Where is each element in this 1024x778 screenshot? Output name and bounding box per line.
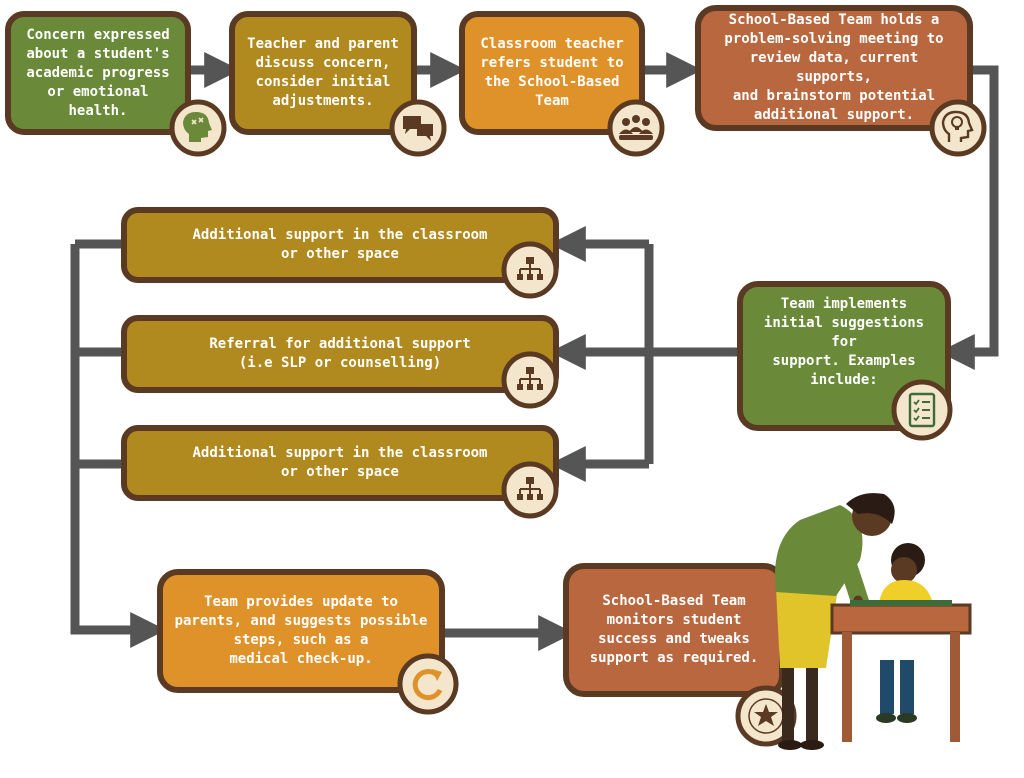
hierarchy-icon [501,241,559,299]
chat-bubbles-icon [389,99,447,157]
head-lightbulb-icon [929,99,987,157]
box-refer [459,11,645,135]
box-support-1 [121,207,559,283]
group-meeting-icon [607,99,665,157]
refresh-icon [397,653,459,715]
step-concern-text: Concern expressed about a student's acad… [26,26,170,119]
arrow-meeting-to-implement [938,65,999,370]
option-support-1-text: Additional support in the classroom or o… [192,227,488,262]
box-concern [5,11,191,135]
box-referral [121,315,559,393]
box-meeting [695,5,973,131]
hierarchy-icon [501,461,559,519]
checklist-icon [891,379,953,441]
step-update-text: Team provides update to parents, and sug… [174,594,428,667]
arrow-left-trunk-to-update [70,244,167,648]
box-support-2 [121,425,559,501]
hierarchy-icon [501,351,559,409]
box-implement [737,281,951,431]
connectors [70,52,999,651]
option-referral-text: Referral for additional support (i.e SLP… [209,336,471,371]
step-refer-text: Classroom teacher refers student to the … [480,36,624,109]
step-discuss-text: Teacher and parent discuss concern, cons… [247,36,399,109]
box-discuss [229,11,417,135]
teacher-student-illustration [775,493,972,750]
step-meeting-text: School-Based Team holds a problem-solvin… [724,12,944,123]
option-support-2-text: Additional support in the classroom or o… [192,445,488,480]
step-monitor-text: School-Based Team monitors student succe… [589,593,759,666]
box-update [157,569,445,693]
step-implement-text: Team implements initial suggestions for … [763,295,925,388]
head-with-thoughts-icon [169,99,227,157]
